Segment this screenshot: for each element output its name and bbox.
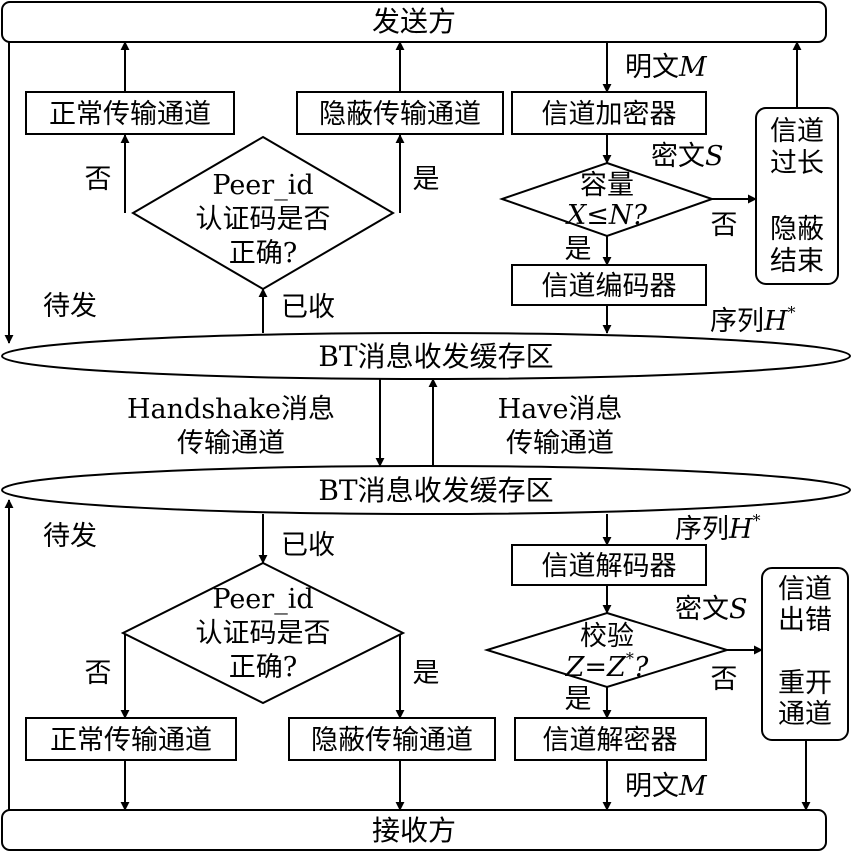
decision-line1-bottom: Peer_id: [212, 584, 313, 615]
received-label-top: 已收: [281, 292, 335, 323]
covert-channel-label-bottom: 隐蔽传输通道: [311, 725, 473, 756]
decision-line3-top: 正确?: [229, 238, 297, 269]
error-line2: 出错: [778, 605, 832, 636]
channel-error-box: [761, 567, 849, 741]
decision-line2-top: 认证码是否: [196, 204, 331, 235]
ciphertext-label-bottom: 密文S: [675, 594, 748, 625]
decision-line2-bottom: 认证码是否: [196, 618, 331, 649]
peer-id-decision-bottom: [120, 561, 406, 705]
capacity-decision: [498, 161, 716, 238]
end-line4: 结束: [770, 246, 824, 277]
plaintext-label-bottom: 明文M: [625, 771, 708, 802]
normal-channel-box-top: [25, 91, 235, 135]
receiver-bar: [1, 809, 827, 851]
no-label-top: 否: [85, 164, 112, 195]
pending-label-top: 待发: [43, 291, 97, 322]
bt-buffer-bottom: [1, 465, 851, 515]
capacity-line1: 容量: [580, 170, 634, 201]
channel-encryptor-label: 信道加密器: [542, 99, 677, 130]
channel-decoder-label: 信道解码器: [542, 551, 677, 582]
yes-label-top: 是: [413, 164, 440, 195]
have-line1: Have消息: [498, 394, 623, 425]
verify-line1: 校验: [580, 621, 634, 652]
peer-id-decision-top: [131, 135, 395, 291]
channel-encoder-label: 信道编码器: [542, 271, 677, 302]
ciphertext-label-top: 密文S: [651, 141, 724, 172]
sender-bar: [1, 1, 827, 43]
yes-label-bottom: 是: [413, 658, 440, 689]
verify-line2: Z=Z*?: [565, 649, 649, 683]
normal-channel-label-bottom: 正常传输通道: [50, 725, 212, 756]
plaintext-label-top: 明文M: [625, 52, 708, 83]
have-line2: 传输通道: [506, 428, 614, 459]
capacity-line2: X≤N?: [565, 200, 647, 231]
capacity-no-label: 否: [711, 210, 738, 241]
verify-yes-label: 是: [565, 684, 592, 715]
receiver-label: 接收方: [372, 814, 456, 847]
channel-decryptor-box: [514, 717, 707, 761]
covert-channel-box-bottom: [288, 717, 496, 761]
error-line4: 通道: [778, 699, 832, 730]
verify-decision: [483, 611, 731, 689]
decision-line3-bottom: 正确?: [229, 652, 297, 683]
sequence-label-bottom: 序列H*: [675, 511, 761, 545]
sender-label: 发送方: [372, 5, 456, 38]
normal-channel-box-bottom: [25, 717, 237, 761]
no-label-bottom: 否: [85, 658, 112, 689]
decision-line1-top: Peer_id: [212, 170, 313, 201]
error-line1: 信道: [778, 574, 832, 605]
handshake-line1: Handshake消息: [127, 394, 335, 425]
verify-no-label: 否: [711, 664, 738, 695]
channel-decoder-box: [511, 544, 707, 586]
handshake-line2: 传输通道: [177, 428, 285, 459]
bt-buffer-bottom-label: BT消息收发缓存区: [318, 474, 553, 507]
covert-channel-label-top: 隐蔽传输通道: [319, 99, 481, 130]
bt-buffer-top: [1, 332, 851, 380]
bt-buffer-top-label: BT消息收发缓存区: [318, 340, 553, 373]
end-line2: 过长: [770, 148, 824, 179]
error-line3: 重开: [778, 668, 832, 699]
end-line3: 隐蔽: [770, 214, 824, 245]
received-label-bottom: 已收: [281, 530, 335, 561]
channel-encryptor-box: [511, 91, 707, 135]
channel-encoder-box: [511, 264, 707, 306]
pending-label-bottom: 待发: [43, 521, 97, 552]
covert-channel-box-top: [296, 91, 504, 135]
capacity-yes-label: 是: [565, 234, 592, 265]
covert-end-box: [755, 107, 839, 285]
sequence-label-top: 序列H*: [710, 303, 796, 337]
channel-decryptor-label: 信道解密器: [543, 725, 678, 756]
normal-channel-label-top: 正常传输通道: [49, 99, 211, 130]
end-line1: 信道: [770, 116, 824, 147]
